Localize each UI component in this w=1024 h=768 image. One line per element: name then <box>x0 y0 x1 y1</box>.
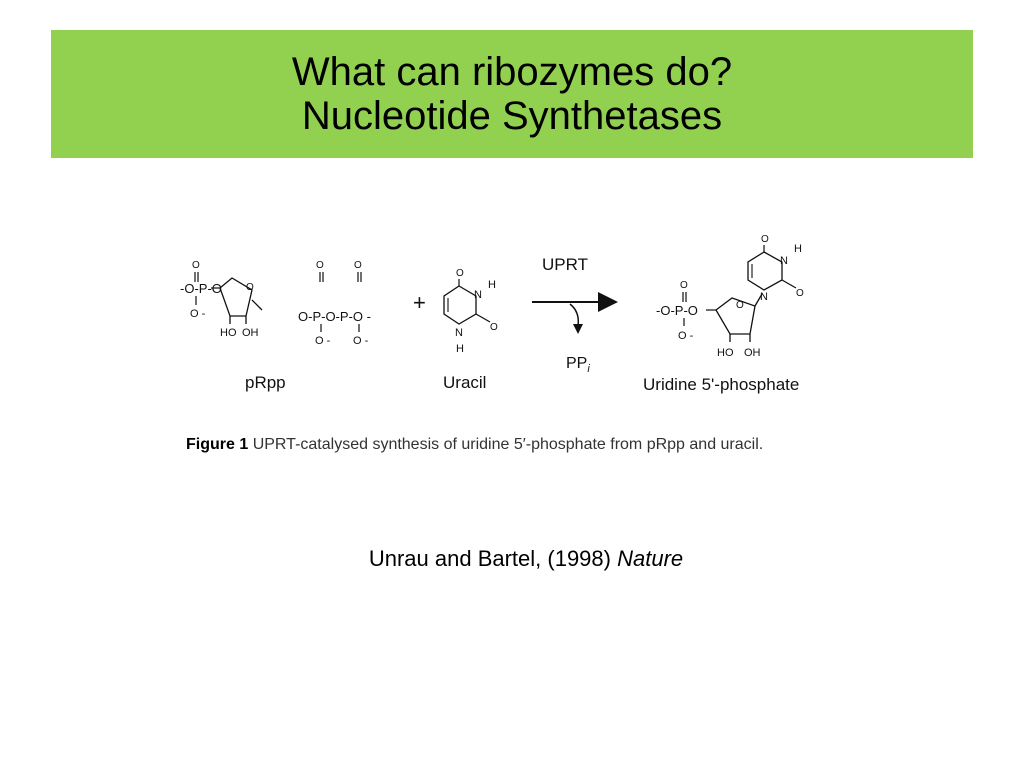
slide-title-line-1: What can ribozymes do? <box>291 50 733 94</box>
citation: Unrau and Bartel, (1998) Nature <box>0 546 1024 572</box>
slide-title-line-2: Nucleotide Synthetases <box>301 94 723 138</box>
prpp-ho: HO <box>220 327 237 339</box>
citation-authors: Unrau and Bartel, (1998) <box>368 546 611 571</box>
svg-text:O: O <box>761 234 769 245</box>
byproduct-label: PPi <box>566 355 590 375</box>
uracil-structure: O N H O N H <box>443 268 498 355</box>
prpp-name: pRpp <box>245 373 286 392</box>
uracil-n3: N <box>474 289 482 301</box>
prpp-phosphate-chain: O-P-O-P-O - <box>298 309 371 324</box>
svg-text:N: N <box>780 255 788 267</box>
figure-caption-text: UPRT-catalysed synthesis of uridine 5′-p… <box>252 436 764 453</box>
reaction-scheme: O -O-P-O O - O HO OH O O O-P-O-P-O - O -… <box>180 234 804 394</box>
svg-text:O -: O - <box>678 330 694 342</box>
citation-journal: Nature <box>617 546 684 571</box>
svg-text:O: O <box>246 282 254 293</box>
prpp-o-minus-left: O - <box>190 308 206 320</box>
plus-sign: + <box>413 290 426 315</box>
prpp-oxo-left: O <box>192 260 200 271</box>
product-phosphate-left: -O-P-O <box>656 303 698 318</box>
prpp-phosphate-left: -O-P-O <box>180 281 222 296</box>
uridine-phosphate-structure: O -O-P-O O - O HO OH O N H O N <box>656 234 804 359</box>
svg-text:O: O <box>316 260 324 271</box>
svg-text:O: O <box>490 322 498 333</box>
svg-text:N: N <box>760 291 768 303</box>
product-oh: OH <box>744 347 761 359</box>
svg-text:H: H <box>488 279 496 291</box>
prpp-structure: O -O-P-O O - O HO OH O O O-P-O-P-O - O -… <box>180 260 371 347</box>
svg-text:O: O <box>456 268 464 279</box>
product-name: Uridine 5'-phosphate <box>643 375 799 394</box>
svg-text:O: O <box>796 288 804 299</box>
svg-text:O -: O - <box>353 335 369 347</box>
product-ho: HO <box>717 347 734 359</box>
svg-text:O: O <box>680 280 688 291</box>
reaction-arrow <box>598 292 618 312</box>
svg-text:O -: O - <box>315 335 331 347</box>
title-banner: What can ribozymes do? Nucleotide Synthe… <box>51 30 973 158</box>
figure-caption-label: Figure 1 <box>186 436 249 453</box>
svg-text:H: H <box>456 343 464 355</box>
svg-text:H: H <box>794 243 802 255</box>
svg-text:O: O <box>354 260 362 271</box>
svg-text:O: O <box>736 300 744 311</box>
prpp-oh: OH <box>242 327 259 339</box>
figure-caption: Figure 1 UPRT-catalysed synthesis of uri… <box>186 436 763 454</box>
uracil-name: Uracil <box>443 373 486 392</box>
uracil-n1: N <box>455 327 463 339</box>
enzyme-label: UPRT <box>542 255 588 274</box>
